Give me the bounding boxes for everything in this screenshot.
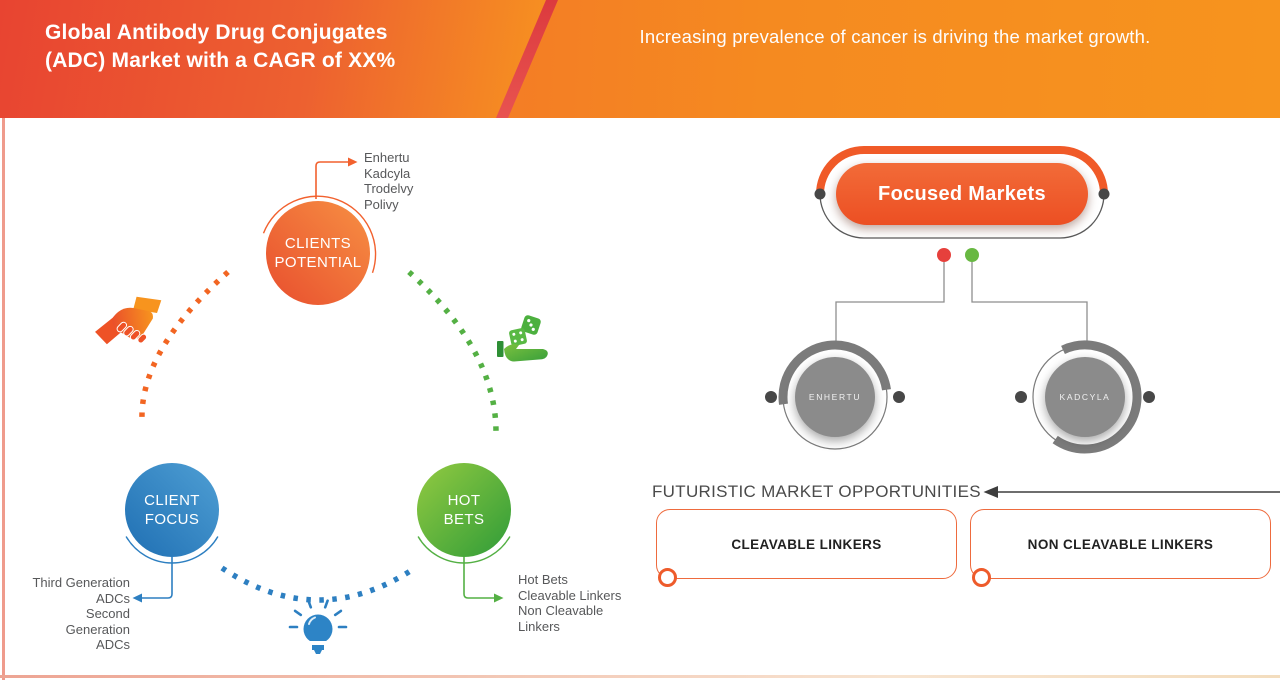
clients-potential-label: CLIENTS POTENTIAL [274, 235, 362, 271]
bottom-edge-strip [0, 675, 1280, 678]
red-dot [937, 248, 951, 262]
dotted-arc-blue [220, 565, 417, 603]
hot-bets-items: Hot Bets Cleavable Linkers Non Cleavable… [518, 572, 622, 634]
header-banner: Global Antibody Drug Conjugates (ADC) Ma… [0, 0, 1280, 118]
client-focus-circle [125, 463, 219, 603]
hot-bets-label: HOT BETS [443, 492, 485, 528]
lightbulb-icon [288, 599, 348, 654]
client-focus-items: Third Generation ADCs Second Generation … [32, 575, 130, 653]
opportunities-arrow [983, 486, 1280, 498]
header-left-gradient [0, 0, 546, 118]
tree-connectors [835, 248, 1088, 344]
box-corner-ring-icon [658, 568, 677, 587]
hot-bets-circle [417, 463, 511, 603]
dice-in-hand-icon [497, 315, 548, 362]
dotted-arc-orange [139, 269, 230, 421]
non-cleavable-linkers-label: NON CLEAVABLE LINKERS [1027, 536, 1214, 552]
enhertu-label: ENHERTU [808, 392, 862, 402]
enhertu-node [765, 340, 905, 450]
clients-potential-items: Enhertu Kadcyla Trodelvy Polivy [364, 150, 414, 212]
page-title: Global Antibody Drug Conjugates (ADC) Ma… [45, 21, 396, 72]
opportunities-heading: FUTURISTIC MARKET OPPORTUNITIES [652, 482, 981, 501]
handshake-icon [95, 296, 162, 345]
focused-markets-pill [814, 146, 1110, 239]
cleavable-linkers-box: CLEAVABLE LINKERS [656, 509, 957, 579]
non-cleavable-linkers-box: NON CLEAVABLE LINKERS [970, 509, 1271, 579]
cleavable-linkers-label: CLEAVABLE LINKERS [731, 536, 882, 552]
clients-potential-circle [262, 157, 377, 305]
focused-markets-title: Focused Markets [878, 182, 1046, 205]
box-corner-ring-icon [972, 568, 991, 587]
left-edge-strip [2, 118, 5, 680]
green-dot [965, 248, 979, 262]
header-subtitle: Increasing prevalence of cancer is drivi… [639, 26, 1151, 47]
kadcyla-label: KADCYLA [1059, 392, 1111, 402]
kadcyla-node [1015, 340, 1155, 454]
client-focus-label: CLIENT FOCUS [144, 492, 200, 528]
dotted-arc-green [407, 269, 499, 433]
